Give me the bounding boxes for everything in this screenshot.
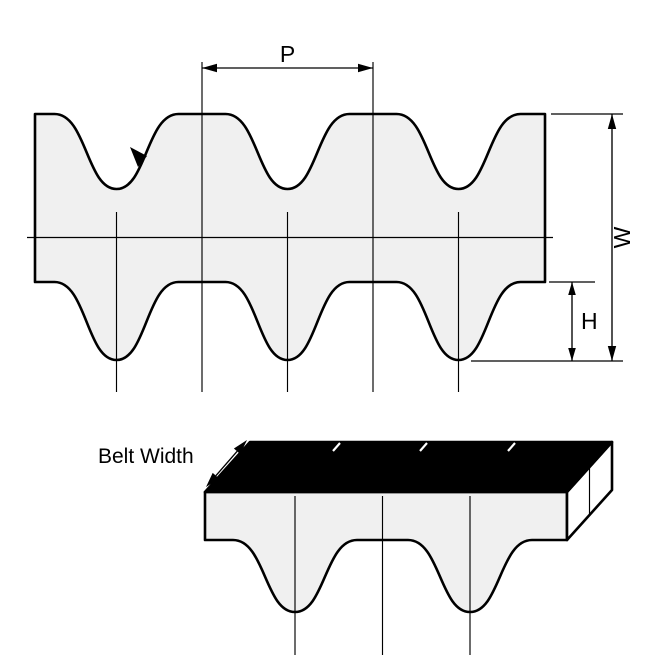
arrowhead-left-icon [202,63,217,73]
isometric-view: Belt Width [98,440,614,655]
arrowhead-down-icon [568,348,576,361]
thickness-dimension: W [471,113,635,362]
belt-top-face [203,440,614,494]
tooth-height-label: H [581,308,598,334]
top-face-tick [419,442,428,452]
arrowhead-down-icon [607,346,617,361]
tooth-height-dimension: H [549,281,598,361]
flank-arrow-mark [130,147,147,167]
arrowhead-up-icon [568,282,576,295]
pitch-label: P [280,41,295,67]
thickness-label: W [609,226,635,248]
arrowhead-downleft-icon [206,472,220,487]
pitch-dimension: P [202,41,373,73]
arrowhead-up-icon [607,114,617,129]
belt-width-arrow-line [215,450,238,477]
belt-width-annotation: Belt Width [98,440,247,487]
belt-width-label: Belt Width [98,445,194,468]
arrowhead-upright-icon [233,440,247,455]
top-face-tick [507,442,516,452]
belt-front-face [203,490,569,614]
arrowhead-right-icon [358,63,373,73]
cross-section-view: P W H [27,41,635,392]
top-face-tick [332,442,341,452]
